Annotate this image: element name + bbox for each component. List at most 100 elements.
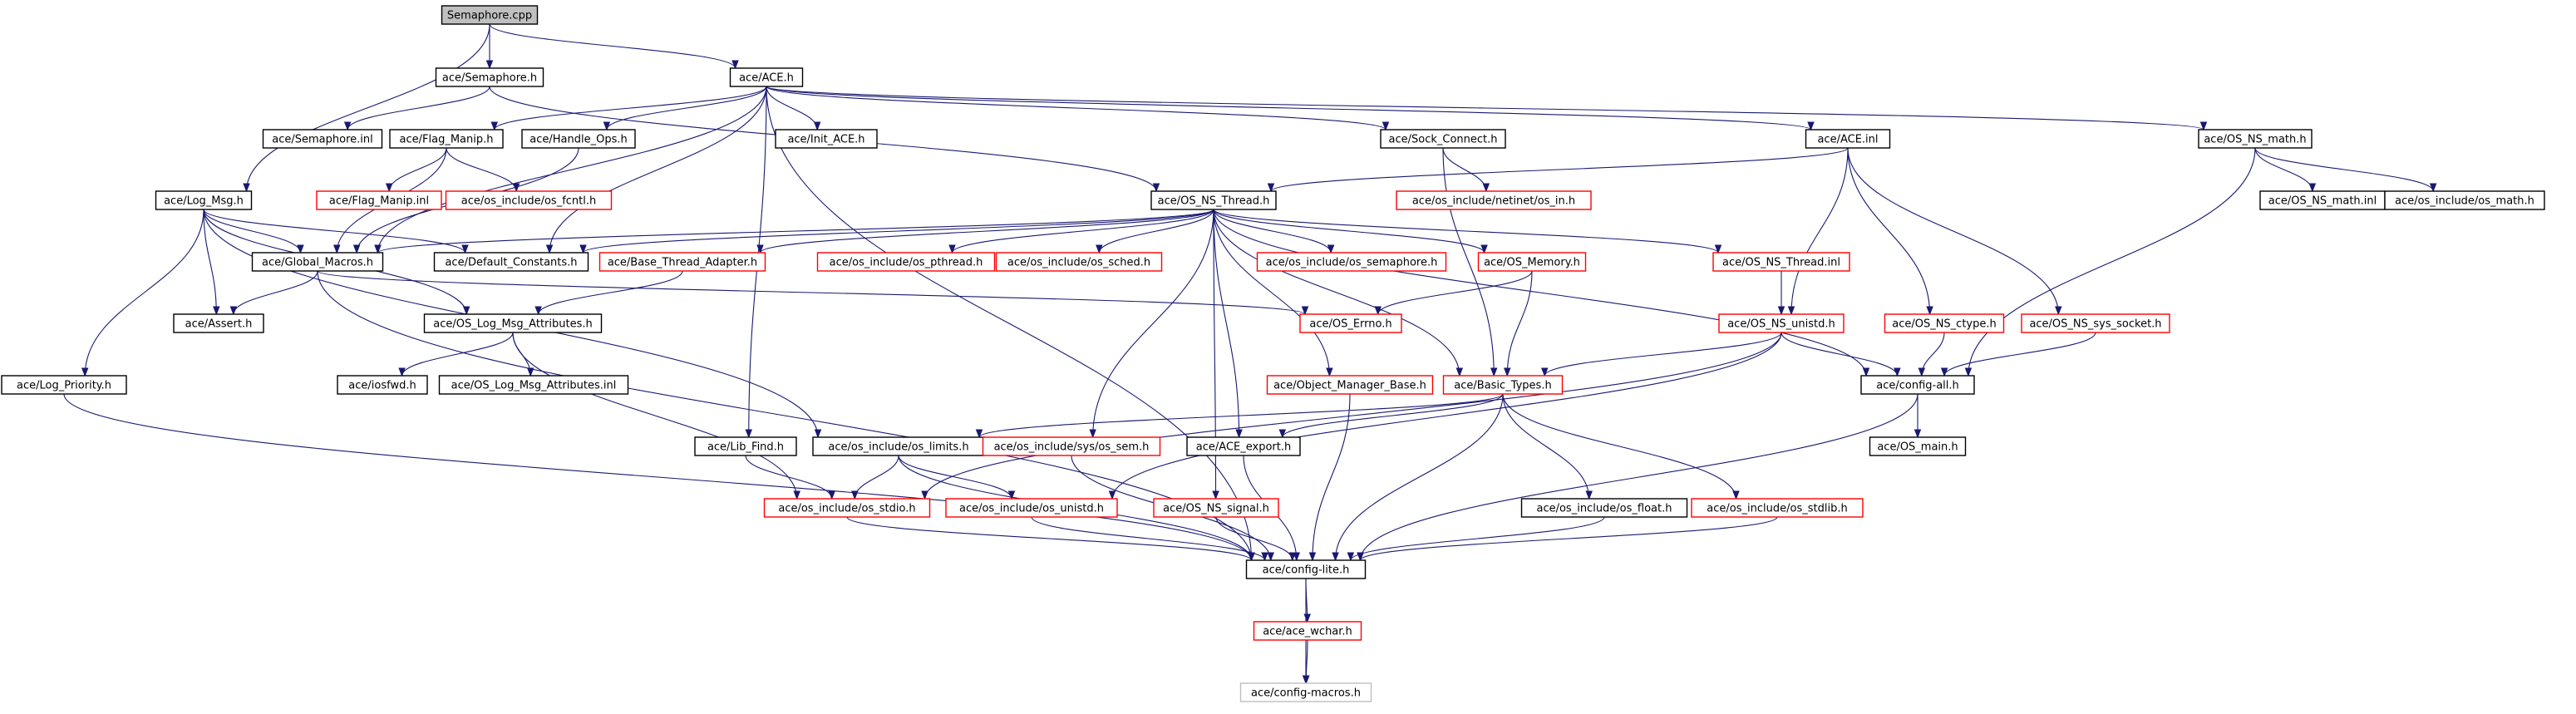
node-ace-os-include-os-semaphore-h[interactable]: ace/os_include/os_semaphore.h [1256, 252, 1447, 272]
node-box [1239, 682, 1372, 702]
node-label: ace/OS_Log_Msg_Attributes.h [433, 318, 592, 331]
node-label: ace/os_include/os_float.h [1536, 503, 1672, 515]
node-ace-os-log-msg-attributes-inl[interactable]: ace/OS_Log_Msg_Attributes.inl [438, 375, 629, 395]
node-ace-os-ns-ctype-h[interactable]: ace/OS_NS_ctype.h [1884, 313, 2005, 333]
node-ace-os-include-os-float-h[interactable]: ace/os_include/os_float.h [1520, 498, 1688, 518]
node-ace-os-ns-signal-h[interactable]: ace/OS_NS_signal.h [1153, 498, 1279, 518]
arrowhead-ace_basic_types_h-to-ace_os_include_os_float_h [1585, 490, 1593, 500]
node-ace-init-ace-h[interactable]: ace/Init_ACE.h [775, 129, 878, 149]
node-ace-assert-h[interactable]: ace/Assert.h [173, 313, 264, 333]
node-box [1396, 190, 1592, 210]
node-box [2021, 313, 2170, 333]
node-ace-os-ns-unistd-h[interactable]: ace/OS_NS_unistd.h [1718, 313, 1845, 333]
node-box [1153, 498, 1279, 518]
node-ace-ace-inl[interactable]: ace/ACE.inl [1805, 129, 1891, 149]
node-ace-handle-ops-h[interactable]: ace/Handle_Ops.h [521, 129, 636, 149]
node-ace-semaphore-h[interactable]: ace/Semaphore.h [435, 67, 544, 87]
arrowhead-ace_os_include_sys_os_sem_h-to-ace_config_lite_h [1267, 552, 1274, 562]
node-ace-base-thread-adapter-h[interactable]: ace/Base_Thread_Adapter.h [598, 252, 766, 272]
node-ace-os-include-netinet-os-in-h[interactable]: ace/os_include/netinet/os_in.h [1396, 190, 1592, 210]
node-label: ace/Default_Constants.h [445, 257, 577, 269]
node-ace-iosfwd-h[interactable]: ace/iosfwd.h [337, 375, 428, 395]
node-ace-os-ns-sys-socket-h[interactable]: ace/OS_NS_sys_socket.h [2021, 313, 2170, 333]
node-ace-ace-wchar-h[interactable]: ace/ace_wchar.h [1253, 621, 1362, 641]
node-ace-os-include-os-fcntl-h[interactable]: ace/os_include/os_fcntl.h [445, 190, 613, 210]
node-ace-global-macros-h[interactable]: ace/Global_Macros.h [251, 252, 384, 272]
arrowhead-ace_lib_find_h-to-ace_os_include_os_stdio_h [828, 490, 835, 500]
arrowhead-semaphore_cpp-to-ace_ace_h [731, 60, 739, 70]
node-ace-os-include-os-stdio-h[interactable]: ace/os_include/os_stdio.h [763, 498, 931, 518]
edge-semaphore_cpp-to-ace_log_msg_h [245, 23, 490, 192]
node-ace-os-ns-thread-inl[interactable]: ace/OS_NS_Thread.inl [1712, 252, 1850, 272]
node-box [337, 375, 428, 395]
node-label: ace/OS_NS_signal.h [1163, 503, 1269, 515]
node-box [389, 129, 504, 149]
node-box [1245, 559, 1367, 579]
arrowhead-ace_ace_h-to-ace_lib_find_h [745, 429, 752, 439]
node-ace-os-main-h[interactable]: ace/OS_main.h [1869, 436, 1967, 456]
node-label: ace/Handle_Ops.h [529, 134, 627, 146]
node-ace-sock-connect-h[interactable]: ace/Sock_Connect.h [1380, 129, 1506, 149]
arrowhead-ace_ace_h-to-ace_init_ace_h [813, 121, 821, 131]
arrowhead-ace_handle_ops_h-to-ace_global_macros_h [352, 244, 361, 254]
arrowhead-ace_log_msg_h-to-ace_default_constants_h [461, 244, 469, 254]
node-ace-object-manager-base-h[interactable]: ace/Object_Manager_Base.h [1266, 375, 1434, 395]
node-ace-os-include-os-pthread-h[interactable]: ace/os_include/os_pthread.h [816, 252, 996, 272]
node-ace-ace-export-h[interactable]: ace/ACE_export.h [1186, 436, 1301, 456]
node-label: ace/os_include/os_pthread.h [830, 257, 983, 269]
edge-ace_os_ns_math_h-to-ace_os_ns_math_inl [2254, 147, 2313, 192]
node-box [445, 190, 613, 210]
edge-ace_os_ns_thread_h-to-ace_basic_types_h [1213, 209, 1460, 377]
node-ace-log-msg-h[interactable]: ace/Log_Msg.h [155, 190, 253, 210]
node-label: ace/Assert.h [185, 318, 253, 331]
node-ace-config-lite-h[interactable]: ace/config-lite.h [1245, 559, 1367, 579]
node-box [1256, 252, 1447, 272]
node-ace-config-macros-h[interactable]: ace/config-macros.h [1239, 682, 1372, 702]
node-ace-flag-manip-h[interactable]: ace/Flag_Manip.h [389, 129, 504, 149]
node-box [2384, 190, 2545, 210]
node-ace-os-include-os-sched-h[interactable]: ace/os_include/os_sched.h [995, 252, 1163, 272]
arrowhead-ace_ace_h-to-ace_os_ns_math_h [2199, 121, 2208, 131]
node-label: ace/config-lite.h [1263, 564, 1350, 577]
node-ace-config-all-h[interactable]: ace/config-all.h [1860, 375, 1975, 395]
arrowhead-ace_os_include_os_stdlib_h-to-ace_config_lite_h [1357, 552, 1364, 562]
node-box [1253, 621, 1362, 641]
arrowhead-ace_ace_inl-to-ace_os_ns_thread_h [1267, 183, 1275, 193]
node-ace-basic-types-h[interactable]: ace/Basic_Types.h [1442, 375, 1564, 395]
arrowhead-ace_ace_h-to-ace_sock_connect_h [1382, 121, 1390, 131]
node-ace-os-ns-math-inl[interactable]: ace/OS_NS_math.inl [2259, 190, 2386, 210]
node-ace-os-include-os-stdlib-h[interactable]: ace/os_include/os_stdlib.h [1691, 498, 1864, 518]
node-ace-os-ns-thread-h[interactable]: ace/OS_NS_Thread.h [1150, 190, 1277, 210]
node-ace-os-include-os-unistd-h[interactable]: ace/os_include/os_unistd.h [945, 498, 1118, 518]
arrowhead-ace_ace_h-to-ace_default_constants_h [545, 244, 554, 254]
node-ace-lib-find-h[interactable]: ace/Lib_Find.h [694, 436, 797, 456]
arrowhead-ace_flag_manip_h-to-ace_flag_manip_inl [385, 183, 393, 193]
edge-ace_ace_h-to-ace_global_macros_h [377, 86, 767, 254]
node-label: ace/Basic_Types.h [1454, 380, 1551, 392]
node-ace-flag-manip-inl[interactable]: ace/Flag_Manip.inl [316, 190, 442, 210]
node-ace-os-errno-h[interactable]: ace/OS_Errno.h [1299, 313, 1402, 333]
node-label: ace/os_include/netinet/os_in.h [1412, 195, 1575, 208]
arrowhead-ace_os_include_os_limits_h-to-ace_os_include_os_stdio_h [851, 490, 859, 500]
edge-semaphore_cpp-to-ace_ace_h [489, 23, 736, 69]
node-ace-default-constants-h[interactable]: ace/Default_Constants.h [433, 252, 589, 272]
node-ace-os-include-os-limits-h[interactable]: ace/os_include/os_limits.h [812, 436, 985, 456]
edge-ace_os_include_os_limits_h-to-ace_os_include_os_stdio_h [854, 455, 899, 500]
edge-ace_os_ns_thread_h-to-ace_ace_export_h [1213, 209, 1240, 438]
node-ace-os-ns-math-h[interactable]: ace/OS_NS_math.h [2198, 129, 2312, 149]
arrowhead-ace_global_macros_h-to-ace_os_errno_h [1301, 306, 1309, 316]
node-box [1869, 436, 1967, 456]
node-ace-semaphore-inl[interactable]: ace/Semaphore.inl [262, 129, 383, 149]
node-ace-log-priority-h[interactable]: ace/Log_Priority.h [1, 375, 127, 395]
node-ace-os-memory-h[interactable]: ace/OS_Memory.h [1477, 252, 1587, 272]
node-ace-os-log-msg-attributes-h[interactable]: ace/OS_Log_Msg_Attributes.h [423, 313, 603, 333]
node-label: ace/Flag_Manip.inl [329, 195, 429, 208]
node-ace-os-include-sys-os-sem-h[interactable]: ace/os_include/sys/os_sem.h [982, 436, 1161, 456]
arrowhead-ace_os_ns_thread_h-to-ace_os_include_os_semaphore_h [1327, 244, 1335, 254]
edge-ace_basic_types_h-to-ace_ace_export_h [1282, 393, 1504, 438]
node-ace-ace-h[interactable]: ace/ACE.h [729, 67, 804, 87]
node-box [1712, 252, 1850, 272]
node-ace-os-include-os-math-h[interactable]: ace/os_include/os_math.h [2384, 190, 2545, 210]
edge-ace_os_ns_math_h-to-ace_config_all_h [1968, 147, 2256, 377]
